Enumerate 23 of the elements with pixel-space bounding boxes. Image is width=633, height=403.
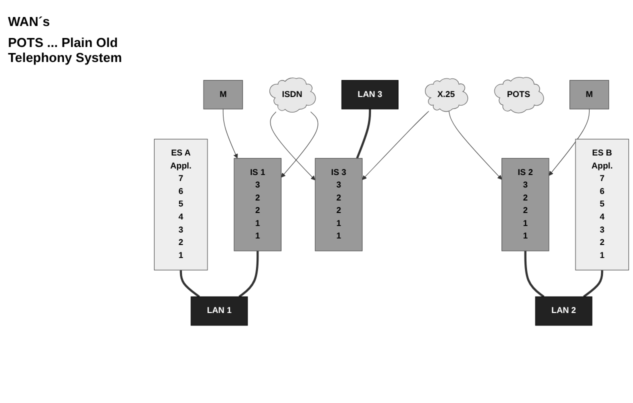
node-box: IS 2 3 2 2 1 1 [502,158,550,252]
connector [524,251,544,298]
connector [238,251,259,298]
connector [356,109,372,159]
node-box: ES A Appl. 7 6 5 4 3 2 1 [154,139,208,270]
connector [180,270,200,298]
node-box: LAN 3 [341,80,398,110]
note-text: WAN´s [8,14,51,29]
node-box: IS 3 3 2 2 1 1 [314,158,363,252]
connector [583,270,604,298]
arrow [222,108,238,159]
arrow [280,112,318,178]
arrow [548,108,590,176]
node-box: LAN 2 [535,296,592,326]
node-box: ES B Appl. 7 6 5 4 3 2 1 [575,139,629,270]
node-box: M [570,80,610,110]
node-box: LAN 1 [190,296,248,326]
arrow [448,111,502,180]
node-box: M [203,80,243,110]
note-text: POTS ... Plain Old Telephony System [8,35,123,65]
arrow [270,112,316,180]
node-box: IS 1 3 2 2 1 1 [234,158,282,252]
arrow [362,111,430,180]
